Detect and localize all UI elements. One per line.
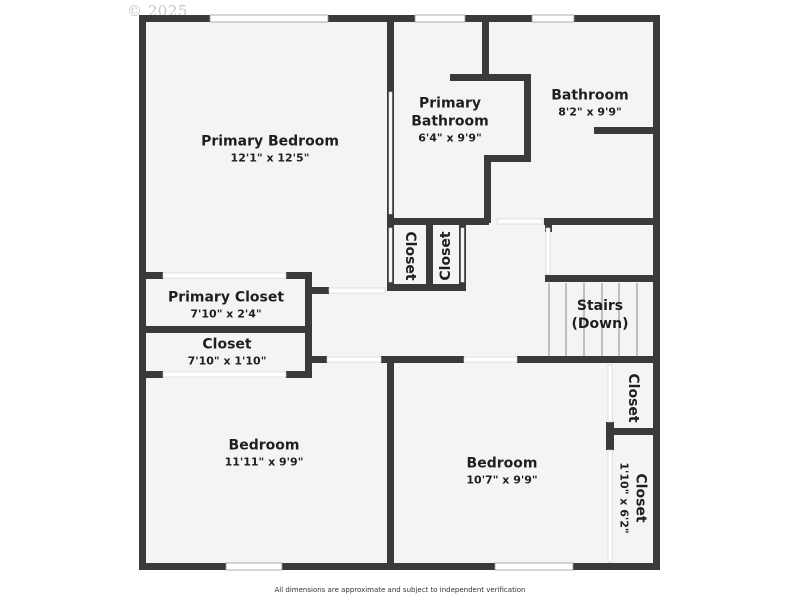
- room-bedroom-right: Bedroom 10'7" x 9'9": [466, 455, 537, 488]
- room-name: Primary: [418, 95, 482, 112]
- room-dimensions: 7'10" x 2'4": [190, 307, 262, 321]
- room-name: Primary Bedroom: [201, 133, 339, 150]
- room-dimensions: 12'1" x 12'5": [230, 151, 310, 165]
- room-name: Bedroom: [228, 437, 300, 454]
- room-dimensions: 11'11" x 9'9": [224, 455, 304, 469]
- stairs-treads: [548, 283, 638, 356]
- room-name: Closet: [438, 231, 454, 281]
- disclaimer: All dimensions are approximate and subje…: [274, 586, 526, 594]
- room-name: Closet: [625, 373, 641, 423]
- room-name: Closet: [202, 336, 252, 353]
- room-closet-b: Closet: [437, 231, 455, 280]
- windows: [209, 14, 575, 571]
- room-dimensions: 8'2" x 9'9": [558, 105, 622, 119]
- room-closet-right: Closet 1'10" x 6'2": [617, 462, 650, 533]
- room-primary-closet: Primary Closet 7'10" x 2'4": [168, 289, 284, 322]
- room-primary-bathroom: Primary Bathroom 6'4" x 9'9": [411, 95, 489, 146]
- room-dimensions: 6'4" x 9'9": [418, 131, 482, 145]
- room-name: (Down): [571, 316, 629, 332]
- room-dimensions: 7'10" x 1'10": [187, 354, 267, 368]
- room-dimensions: 1'10" x 6'2": [617, 462, 631, 534]
- room-closet-right-small: Closet: [624, 373, 642, 422]
- room-dimensions: 10'7" x 9'9": [466, 473, 538, 487]
- room-bathroom: Bathroom 8'2" x 9'9": [551, 87, 629, 120]
- room-name: Bedroom: [466, 455, 538, 472]
- room-name: Bathroom: [411, 113, 489, 130]
- room-closet-hall: Closet 7'10" x 1'10": [188, 336, 267, 369]
- room-stairs: Stairs (Down): [572, 297, 629, 333]
- room-name: Stairs: [576, 298, 624, 314]
- room-primary-bedroom: Primary Bedroom 12'1" x 12'5": [201, 133, 339, 166]
- room-name: Primary Closet: [167, 289, 285, 306]
- door-openings: [162, 91, 613, 563]
- room-closet-a: Closet: [401, 231, 419, 280]
- room-name: Closet: [632, 473, 649, 523]
- room-bedroom-left: Bedroom 11'11" x 9'9": [225, 437, 304, 470]
- room-name: Bathroom: [551, 87, 629, 104]
- room-name: Closet: [402, 231, 418, 281]
